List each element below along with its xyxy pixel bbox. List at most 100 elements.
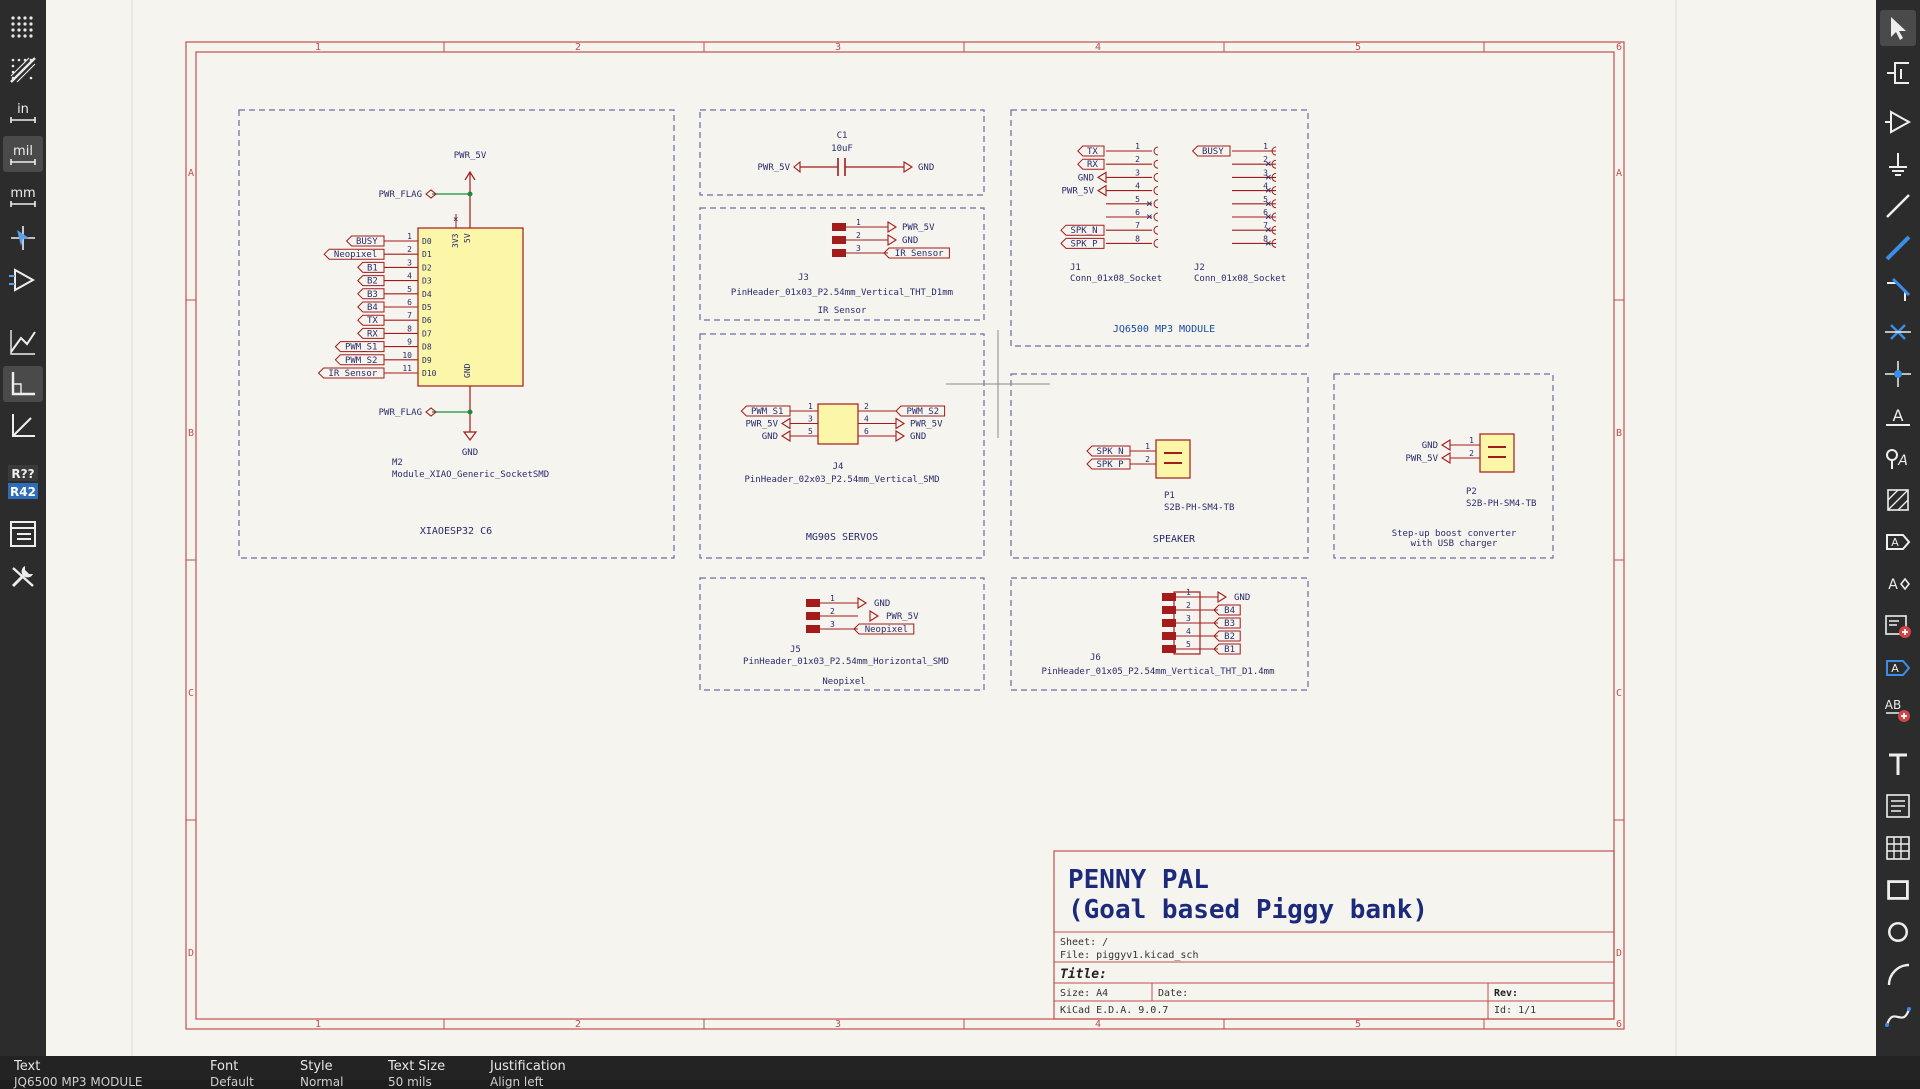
add-symbol-icon[interactable] <box>1880 104 1916 140</box>
junction-icon[interactable] <box>1880 356 1916 392</box>
mp3-j2-noconnect-2: × <box>1265 170 1272 183</box>
no-connect-icon[interactable] <box>1880 314 1916 350</box>
mp3-j2-noconnect-3: × <box>1265 184 1272 197</box>
line-angle-90-icon[interactable] <box>3 366 43 402</box>
select-arrow-icon[interactable] <box>1880 10 1916 46</box>
hidden-pins-icon[interactable] <box>3 262 43 298</box>
xiao-pin-5v: 5V <box>463 233 472 243</box>
mp3-j1-socket-4 <box>1153 199 1159 209</box>
units-inch-button[interactable]: in <box>3 94 43 130</box>
grid-overrides-icon[interactable] <box>3 52 43 88</box>
import-sheet-pin-icon[interactable]: AB <box>1880 692 1916 728</box>
xiao-net-label-3-flag <box>357 275 385 287</box>
add-table-icon[interactable] <box>1880 830 1916 866</box>
svg-text:A: A <box>1891 536 1899 549</box>
mp3-j2-pin-number-7: 8 <box>1263 234 1268 243</box>
servo-left-net-0-flag <box>740 405 791 417</box>
rule-area-icon[interactable] <box>1880 482 1916 518</box>
mp3-j1-socket-5 <box>1153 212 1159 222</box>
title-line1: PENNY PAL <box>1068 865 1209 895</box>
bus-entry-icon[interactable] <box>1880 272 1916 308</box>
schematic-canvas[interactable]: 1 2 3 4 5 6 1 2 3 4 5 6 A B C D A B C D <box>46 0 1876 1056</box>
mp3-j2-noconnect-5: × <box>1265 210 1272 223</box>
mp3-j2-socket-3 <box>1271 186 1277 196</box>
buttons-pin-pad-4 <box>1162 645 1176 653</box>
xiao-pin-number-7: 8 <box>407 324 412 333</box>
ir-pin-pad-1 <box>832 236 846 244</box>
annotate-icon[interactable]: R??R42 <box>3 462 43 502</box>
line-angle-45-icon[interactable] <box>3 408 43 444</box>
xiao-gnd-label: GND <box>462 448 478 458</box>
add-wire-icon[interactable] <box>1880 188 1916 224</box>
servo-right-net-0: PWM_S2 <box>907 407 940 417</box>
servo-right-pin-number-0: 2 <box>864 402 869 411</box>
annotate-label-bottom: R42 <box>10 485 36 499</box>
mp3-j1-net-0-flag <box>1077 145 1105 157</box>
mp3-module-block[interactable]: 1TX12RX2×3GND3×4PWR_5V4×5×5×6×6×7SPK_N7×… <box>1060 142 1286 335</box>
status-justification-label: Justification <box>490 1059 566 1074</box>
add-textbox-icon[interactable] <box>1880 788 1916 824</box>
cap-value: 10uF <box>831 144 853 154</box>
status-textsize-value: 50 mils <box>388 1075 432 1089</box>
add-power-icon[interactable] <box>1880 146 1916 182</box>
ir-value: PinHeader_01x03_P2.54mm_Vertical_THT_D1m… <box>731 288 953 298</box>
grid-dots-icon[interactable] <box>3 10 43 46</box>
line-angle-free-icon[interactable] <box>3 324 43 360</box>
add-arc-icon[interactable] <box>1880 956 1916 992</box>
mp3-j1-socket-0 <box>1153 146 1159 156</box>
xiao-module-body[interactable] <box>417 227 524 387</box>
boost-pin-number-0: 1 <box>1469 436 1474 445</box>
speaker-block-label: SPEAKER <box>1153 534 1196 545</box>
status-text-value: JQ6500 MP3 MODULE <box>14 1075 143 1089</box>
add-bus-icon[interactable] <box>1880 230 1916 266</box>
ir-pin-number-1: 2 <box>856 231 861 240</box>
ir-pin-pad-2 <box>832 249 846 257</box>
mp3-j1-net-7: SPK_P <box>1070 239 1098 249</box>
global-label-icon[interactable]: A <box>1880 440 1916 476</box>
neopixel-net-1: PWR_5V <box>886 612 919 622</box>
title-tool: KiCad E.D.A. 9.0.7 <box>1060 1005 1168 1016</box>
add-rectangle-icon[interactable] <box>1880 872 1916 908</box>
add-text-icon[interactable] <box>1880 746 1916 782</box>
sheet-pin-icon[interactable]: A <box>1880 650 1916 686</box>
col-number-5: 5 <box>1355 42 1361 53</box>
status-style-label: Style <box>300 1059 333 1074</box>
units-mm-button[interactable]: mm <box>3 178 43 214</box>
title-block[interactable]: PENNY PAL (Goal based Piggy bank) Sheet:… <box>1053 850 1615 1020</box>
net-label-icon[interactable]: A <box>1880 398 1916 434</box>
xiao-pwr5v-label: PWR_5V <box>454 151 487 161</box>
capacitor-block[interactable]: C1 10uF PWR_5V GND <box>757 131 934 176</box>
add-bezier-icon[interactable] <box>1880 998 1916 1034</box>
servo-right-arrow-1 <box>895 417 906 430</box>
speaker-net-1-flag <box>1086 458 1131 470</box>
properties-tools-icon[interactable] <box>3 558 43 594</box>
ir-net-label-1: GND <box>902 236 918 246</box>
ir-ref: J3 <box>798 273 809 283</box>
servo-left-arrow-2 <box>780 430 791 442</box>
cursor-crosshair-icon[interactable] <box>3 220 43 256</box>
title-line2: (Goal based Piggy bank) <box>1068 895 1428 925</box>
xiao-net-label-8-flag <box>334 341 385 353</box>
hierarchical-label-icon[interactable]: A <box>1880 524 1916 560</box>
units-mil-button[interactable]: mil <box>3 136 43 172</box>
xiao-pin-name-2: D2 <box>422 263 432 272</box>
mp3-j2-socket-2 <box>1271 172 1277 182</box>
buttons-pin-number-0: 1 <box>1186 588 1191 597</box>
title-id: Id: 1/1 <box>1494 1005 1536 1016</box>
xiao-net-label-4: B3 <box>367 290 378 300</box>
xiao-esp32-block[interactable]: PWR_5V PWR_FLAG 3V3 5V GND × 1D0BUSY2D1N… <box>317 151 550 537</box>
add-circle-icon[interactable] <box>1880 914 1916 950</box>
mp3-j1-pin-number-1: 2 <box>1135 155 1140 164</box>
hierarchy-navigator-icon[interactable] <box>3 516 43 552</box>
servo-left-net-2: GND <box>762 432 778 442</box>
add-sheet-icon[interactable] <box>1880 608 1916 644</box>
mp3-j1-noconnect-5: × <box>1146 210 1153 223</box>
highlight-net-icon[interactable] <box>1880 54 1916 90</box>
directive-label-icon[interactable]: A <box>1880 566 1916 602</box>
